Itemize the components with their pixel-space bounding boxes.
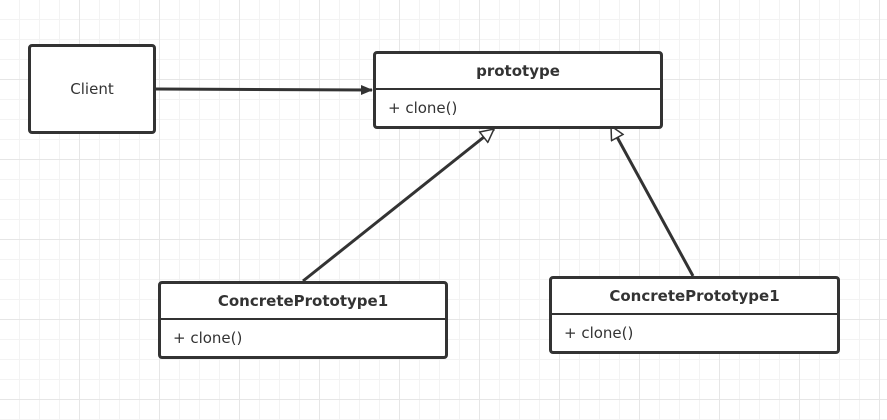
client-box[interactable]: Client	[28, 44, 156, 134]
concrete-prototype-1-method-clone: + clone()	[173, 329, 243, 347]
prototype-class-box[interactable]: prototype + clone()	[373, 51, 663, 129]
generalization-arrow-concrete2-to-prototype[interactable]	[609, 126, 695, 277]
client-label: Client	[70, 80, 114, 98]
concrete-prototype-1-class-name: ConcretePrototype1	[161, 284, 445, 320]
concrete-prototype-2-class-box[interactable]: ConcretePrototype1 + clone()	[549, 276, 840, 354]
concrete-prototype-1-class-box[interactable]: ConcretePrototype1 + clone()	[158, 281, 448, 359]
concrete-prototype-2-method-clone: + clone()	[564, 324, 634, 342]
association-arrow-client-to-prototype[interactable]	[155, 84, 373, 95]
generalization-arrow-concrete1-to-prototype[interactable]	[302, 127, 494, 283]
prototype-class-name: prototype	[376, 54, 660, 90]
concrete-prototype-2-class-name: ConcretePrototype1	[552, 279, 837, 315]
prototype-method-clone: + clone()	[388, 99, 458, 117]
